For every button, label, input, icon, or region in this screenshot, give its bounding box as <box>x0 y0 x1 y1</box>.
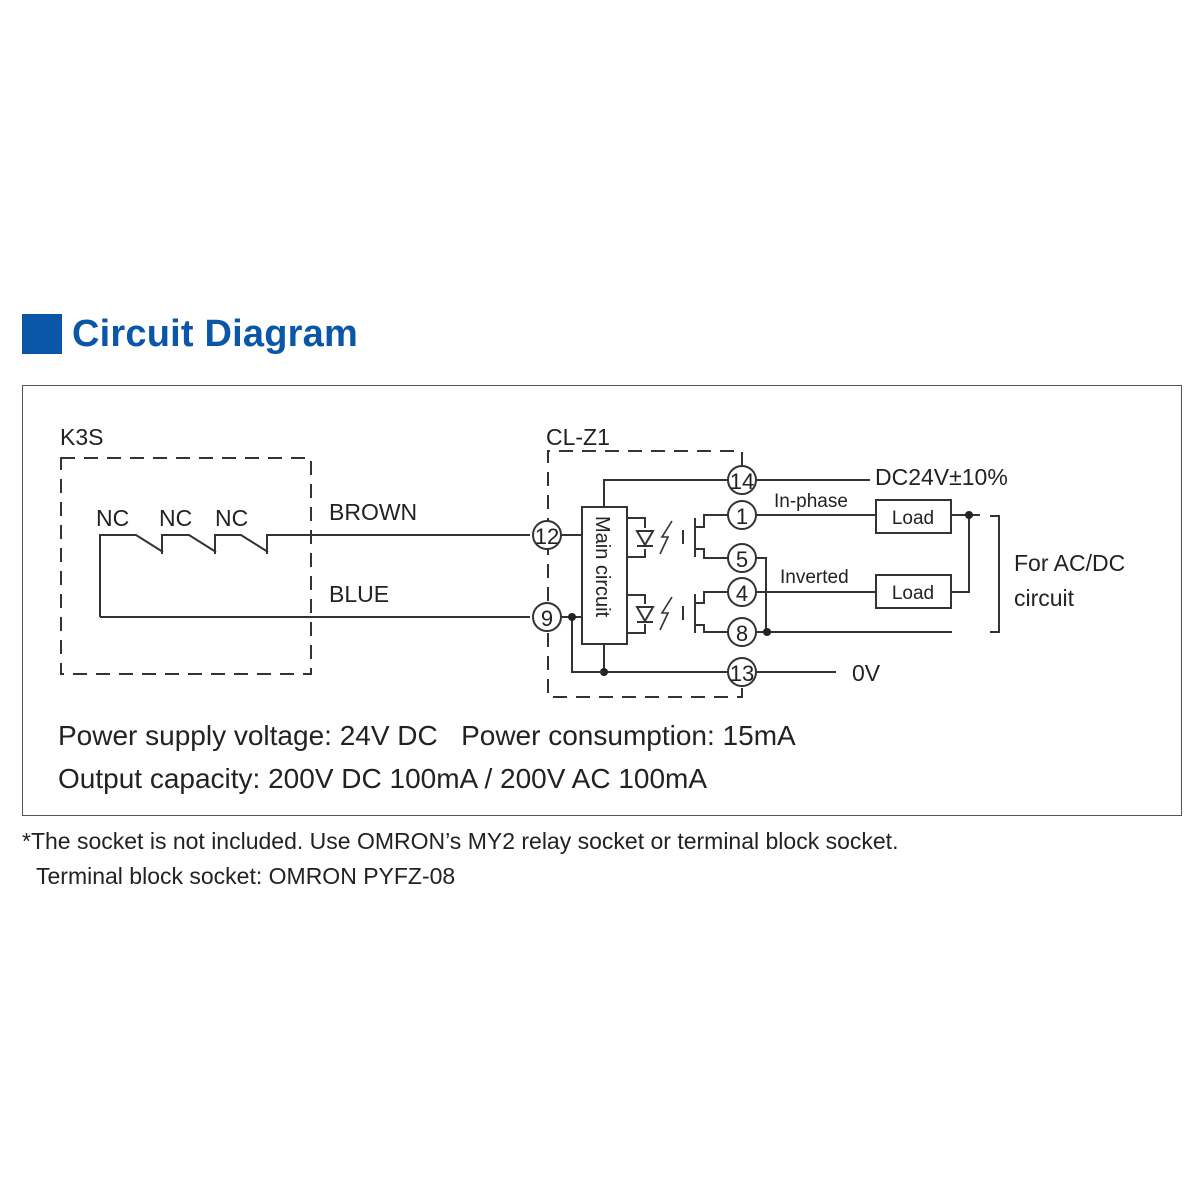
nc-contact-label-3: NC <box>215 505 248 531</box>
load2-out-wire <box>951 515 970 593</box>
load-label-2: Load <box>892 583 934 604</box>
svg-text:13: 13 <box>730 661 754 686</box>
dc24v-label: DC24V±10% <box>875 464 1008 490</box>
clz1-label: CL-Z1 <box>546 424 610 450</box>
nc-contact-label-1: NC <box>96 505 129 531</box>
terminal-14: 14 <box>727 465 757 495</box>
k3s-dashed-boundary <box>60 457 312 675</box>
inverted-label: Inverted <box>780 567 849 588</box>
svg-text:12: 12 <box>535 524 559 549</box>
nc-contact-label-2: NC <box>159 505 192 531</box>
main-circuit-label: Main circuit <box>591 516 613 618</box>
socket-note: *The socket is not included. Use OMRON’s… <box>22 828 899 854</box>
external-wiring <box>756 479 1000 673</box>
in-phase-label: In-phase <box>774 491 848 512</box>
terminal-8: 8 <box>727 617 757 647</box>
k3s-block: K3S NC NC NC <box>60 424 530 675</box>
blue-wire-label: BLUE <box>329 581 389 607</box>
svg-text:14: 14 <box>730 469 754 494</box>
wire-13-internal <box>603 644 728 673</box>
terminal-13: 13 <box>727 657 757 687</box>
for-ac-dc-label: For AC/DC <box>1014 550 1125 576</box>
svg-text:1: 1 <box>736 504 748 529</box>
zero-volt-label: 0V <box>852 660 881 686</box>
svg-text:9: 9 <box>541 606 553 631</box>
terminal-9: 9 <box>532 602 562 632</box>
nc-contact-2 <box>161 534 217 554</box>
junction-dot <box>568 613 576 621</box>
terminal-12: 12 <box>532 520 562 550</box>
nc-contact-1 <box>99 534 164 617</box>
wire-5-to-8 <box>756 557 767 632</box>
circuit-label: circuit <box>1014 585 1075 611</box>
wire-14-internal <box>603 479 728 507</box>
wire-9-to-13 <box>571 617 604 673</box>
junction-dot <box>763 628 771 636</box>
section-heading: Circuit Diagram <box>22 312 358 355</box>
k3s-label: K3S <box>60 424 103 450</box>
heading-square-icon <box>22 314 62 354</box>
svg-text:4: 4 <box>736 581 748 606</box>
load-box-1 <box>875 499 952 534</box>
load-label-1: Load <box>892 508 934 529</box>
nc-contact-3 <box>214 534 269 554</box>
photocoupler-2 <box>627 591 728 634</box>
diagram-frame <box>22 385 1182 816</box>
brown-wire-label: BROWN <box>329 499 417 525</box>
terminal-1: 1 <box>727 500 757 530</box>
clz1-block: CL-Z1 Main circuit <box>532 424 757 698</box>
svg-text:5: 5 <box>736 547 748 572</box>
terminal-block-note: Terminal block socket: OMRON PYFZ-08 <box>36 863 456 889</box>
spec-output-line: Output capacity: 200V DC 100mA / 200V AC… <box>58 763 708 794</box>
svg-text:8: 8 <box>736 621 748 646</box>
spec-power-line: Power supply voltage: 24V DC Power consu… <box>58 720 796 751</box>
terminal-4: 4 <box>727 577 757 607</box>
photocoupler-1 <box>627 514 728 559</box>
ac-dc-bracket <box>990 515 1000 633</box>
terminal-5: 5 <box>727 543 757 573</box>
junction-dot <box>965 511 973 519</box>
page-title: Circuit Diagram <box>72 312 358 355</box>
brown-wire <box>266 534 530 554</box>
clz1-dashed-boundary <box>547 450 743 698</box>
